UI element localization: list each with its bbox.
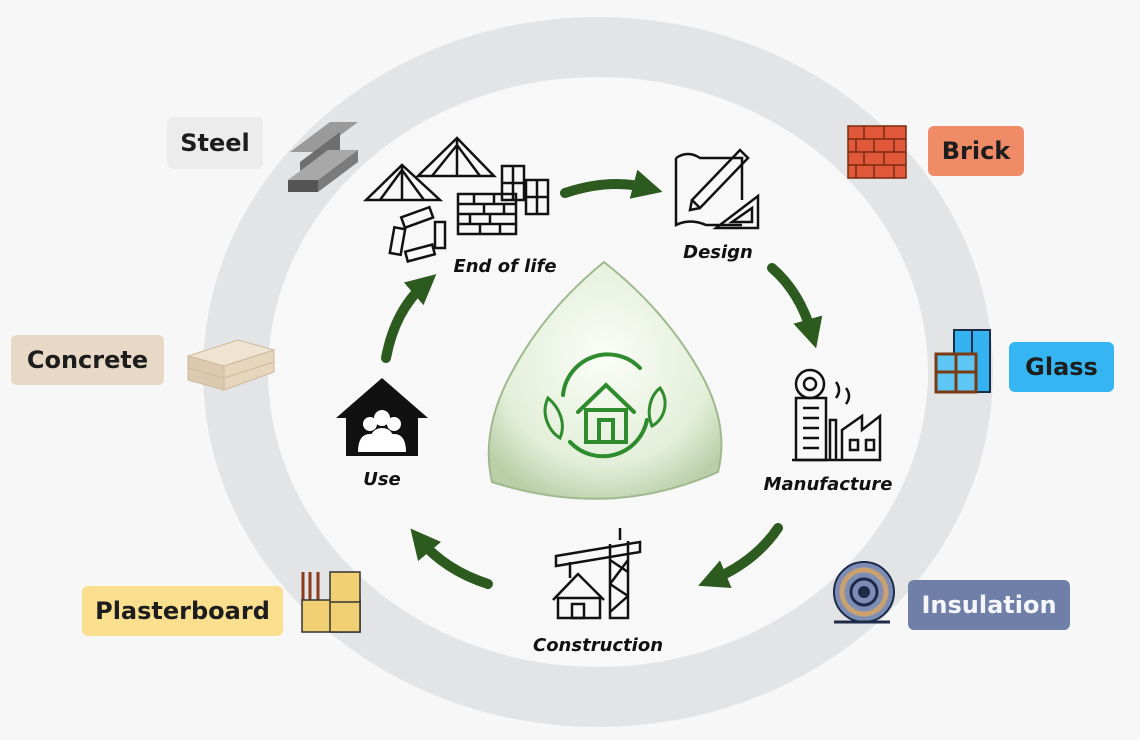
center-badge <box>487 260 723 500</box>
window-icon <box>934 329 991 394</box>
stage-label-design: Design <box>683 242 753 263</box>
cycle-arrows <box>381 169 823 589</box>
stage-label-end-of-life: End of life <box>453 256 556 277</box>
arrow-use-to-end <box>381 274 437 363</box>
factory-icon <box>792 368 882 462</box>
concrete-slab-icon <box>186 339 276 391</box>
material-label-plasterboard: Plasterboard <box>82 586 283 636</box>
blueprint-pencil-ruler-icon <box>674 148 760 230</box>
plasterboard-icon <box>301 571 361 633</box>
steel-beam-icon <box>288 122 358 192</box>
material-label-insulation: Insulation <box>908 580 1070 630</box>
house-crane-icon <box>552 528 642 620</box>
insulation-roll-icon <box>833 561 895 624</box>
material-label-concrete: Concrete <box>11 335 164 385</box>
arrow-design-to-manufacture <box>767 263 823 349</box>
material-label-brick: Brick <box>928 126 1024 176</box>
arrow-end-to-design <box>560 169 663 199</box>
house-people-icon <box>336 378 428 456</box>
eco-house-cycle-icon <box>543 352 667 459</box>
material-label-glass: Glass <box>1009 342 1114 392</box>
arrow-construction-to-use <box>410 528 493 589</box>
brick-wall-icon <box>847 125 907 179</box>
arrow-manufacture-to-construction <box>698 523 783 589</box>
stage-label-manufacture: Manufacture <box>764 474 893 495</box>
stage-label-construction: Construction <box>533 635 663 656</box>
demolition-materials-icon <box>362 136 550 263</box>
stage-label-use: Use <box>363 469 401 490</box>
material-label-steel: Steel <box>167 117 263 169</box>
